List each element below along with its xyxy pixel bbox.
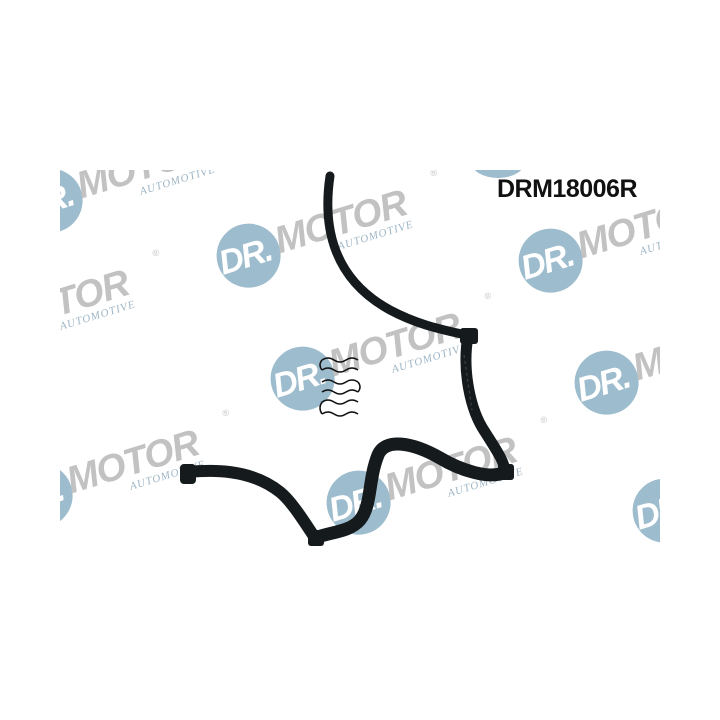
hose-connector-icon	[180, 464, 196, 484]
hose-connector-icon	[460, 328, 478, 344]
hose-connector-icon	[498, 464, 514, 480]
product-photo: DR. MOTOR AUTOMOTIVE ® DR. MOTOR AUTOMOT…	[60, 170, 660, 546]
hose-assembly-illustration	[180, 171, 514, 546]
hose-connector-icon	[308, 530, 324, 546]
part-number-label: DRM18006R	[497, 175, 638, 203]
logo-circle-icon	[470, 170, 526, 178]
